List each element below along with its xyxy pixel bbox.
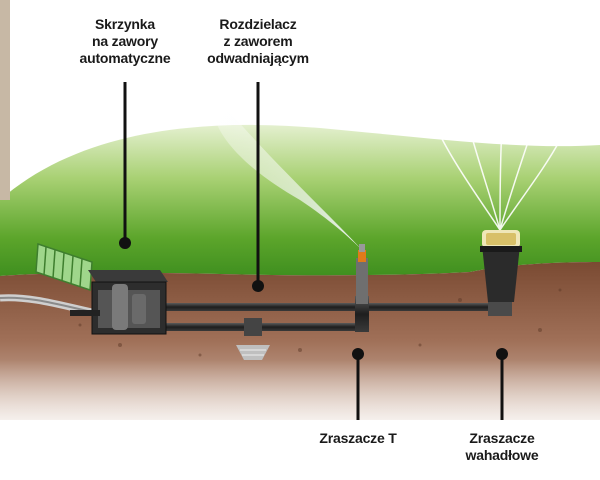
label-t-sprinklers: Zraszacze T	[300, 430, 416, 447]
valve-box	[70, 270, 168, 335]
pipe-to-t-sprinkler	[355, 296, 369, 332]
t-sprinkler-spray	[212, 95, 362, 250]
t-sprinkler	[356, 244, 368, 304]
label-manifold-line1: Rozdzielacz	[219, 16, 297, 32]
oscillating-sprinkler	[480, 230, 522, 316]
oscillating-sprinkler-spray	[439, 127, 561, 231]
label-valve-box-line2: na zawory	[92, 33, 158, 49]
label-manifold: Rozdzielacz z zaworem odwadniającym	[195, 16, 321, 67]
label-manifold-line3: odwadniającym	[207, 50, 309, 66]
lawn-edge-grate	[35, 242, 93, 292]
main-pipe-upper	[140, 303, 495, 311]
leader-lines	[123, 82, 504, 420]
label-oscillating-line1: Zraszacze	[469, 430, 535, 446]
label-manifold-line2: z zaworem	[223, 33, 293, 49]
leader-dot-valve-box	[119, 237, 131, 249]
tree-trunk	[0, 0, 10, 200]
leader-dot-manifold	[252, 280, 264, 292]
label-oscillating-sprinklers: Zraszacze wahadłowe	[450, 430, 554, 464]
leader-dot-t-sprinklers	[352, 348, 364, 360]
drain-valve	[236, 318, 270, 360]
lawn	[0, 124, 600, 277]
label-valve-box: Skrzynka na zawory automatyczne	[65, 16, 185, 67]
label-t-sprinklers-text: Zraszacze T	[319, 430, 397, 446]
leader-dot-oscillating	[496, 348, 508, 360]
label-valve-box-line1: Skrzynka	[95, 16, 155, 32]
label-valve-box-line3: automatyczne	[79, 50, 171, 66]
label-oscillating-line2: wahadłowe	[465, 447, 539, 463]
